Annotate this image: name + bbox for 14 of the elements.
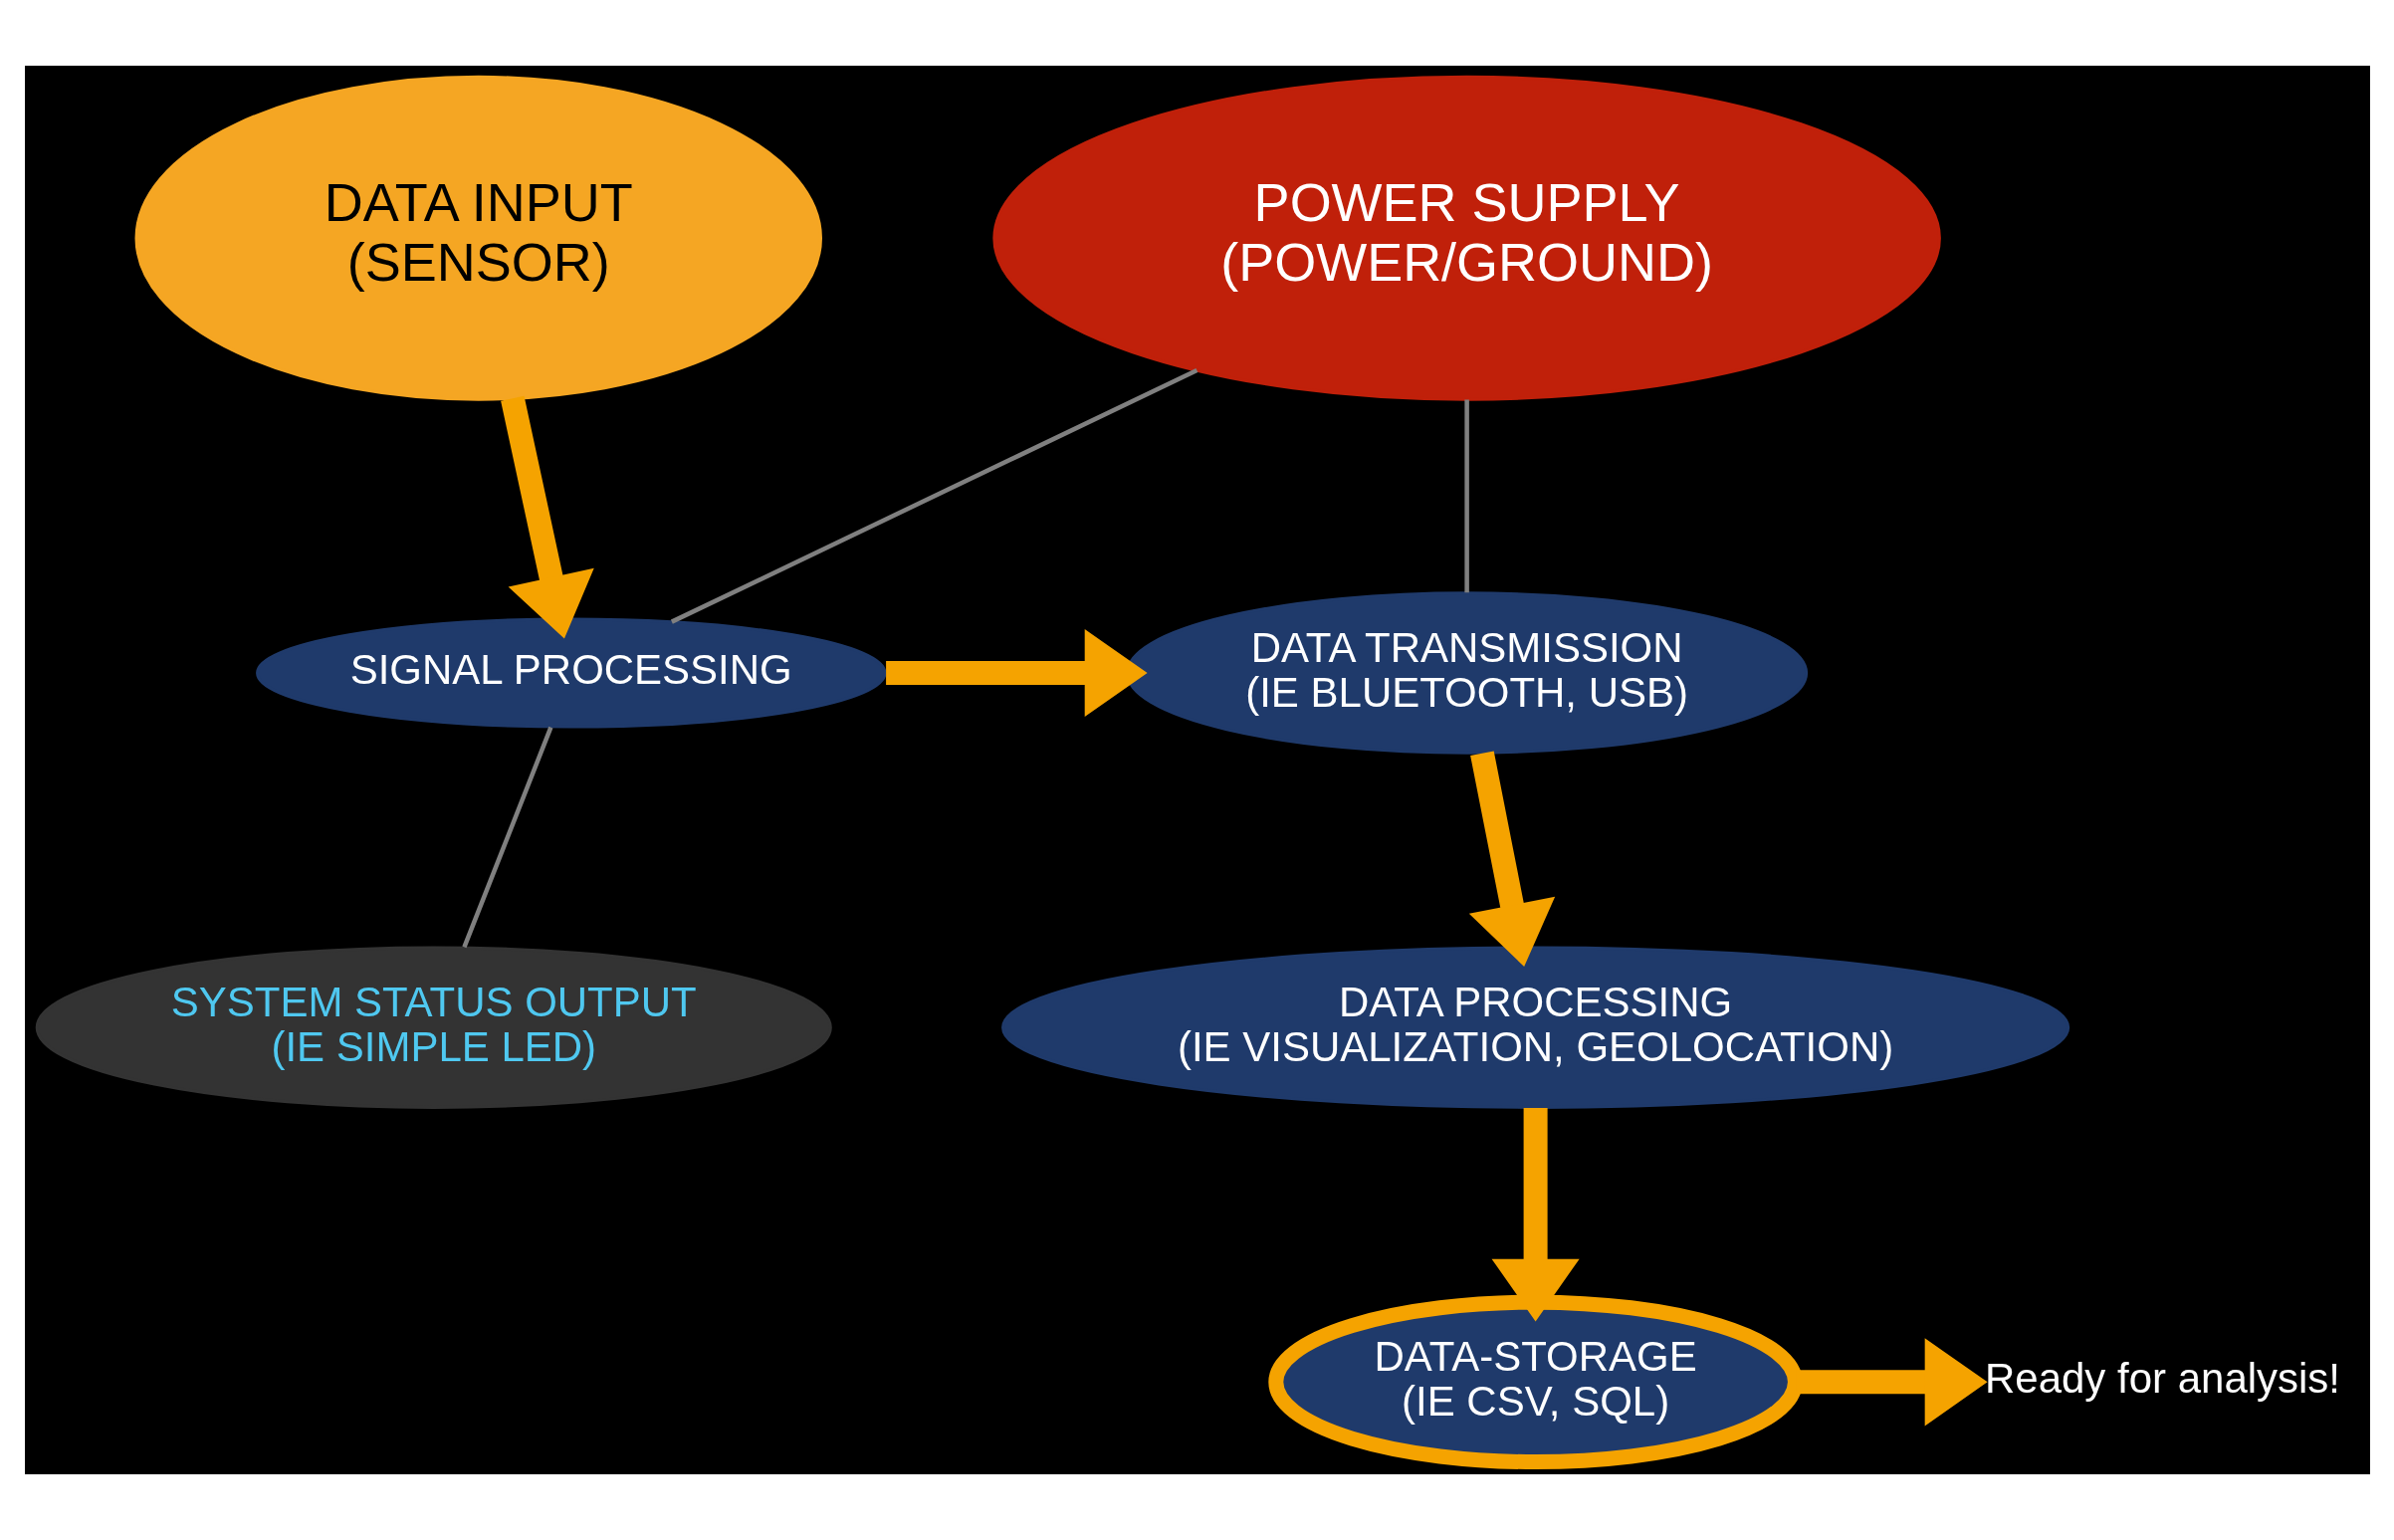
node-ellipse: DATA PROCESSING (IE VISUALIZATION, GEOLOCATION)	[1000, 946, 2069, 1109]
connector	[670, 368, 1197, 624]
arrow	[885, 628, 1148, 718]
connector	[1463, 399, 1469, 593]
arrow	[1468, 751, 1555, 967]
connector	[461, 726, 552, 949]
arrow	[500, 395, 594, 639]
node-ellipse: POWER SUPPLY (POWER/GROUND)	[991, 75, 1941, 401]
node-text: Ready for analysis!	[1984, 1355, 2340, 1403]
arrow	[1491, 1107, 1580, 1322]
node-ellipse: SYSTEM STATUS OUTPUT (IE SIMPLE LED)	[35, 946, 832, 1109]
node-ellipse: DATA INPUT (SENSOR)	[134, 75, 822, 401]
node-ellipse: SIGNAL PROCESSING	[255, 617, 886, 729]
node-ellipse: DATA-STORAGE (IE CSV, SQL)	[1267, 1294, 1803, 1470]
